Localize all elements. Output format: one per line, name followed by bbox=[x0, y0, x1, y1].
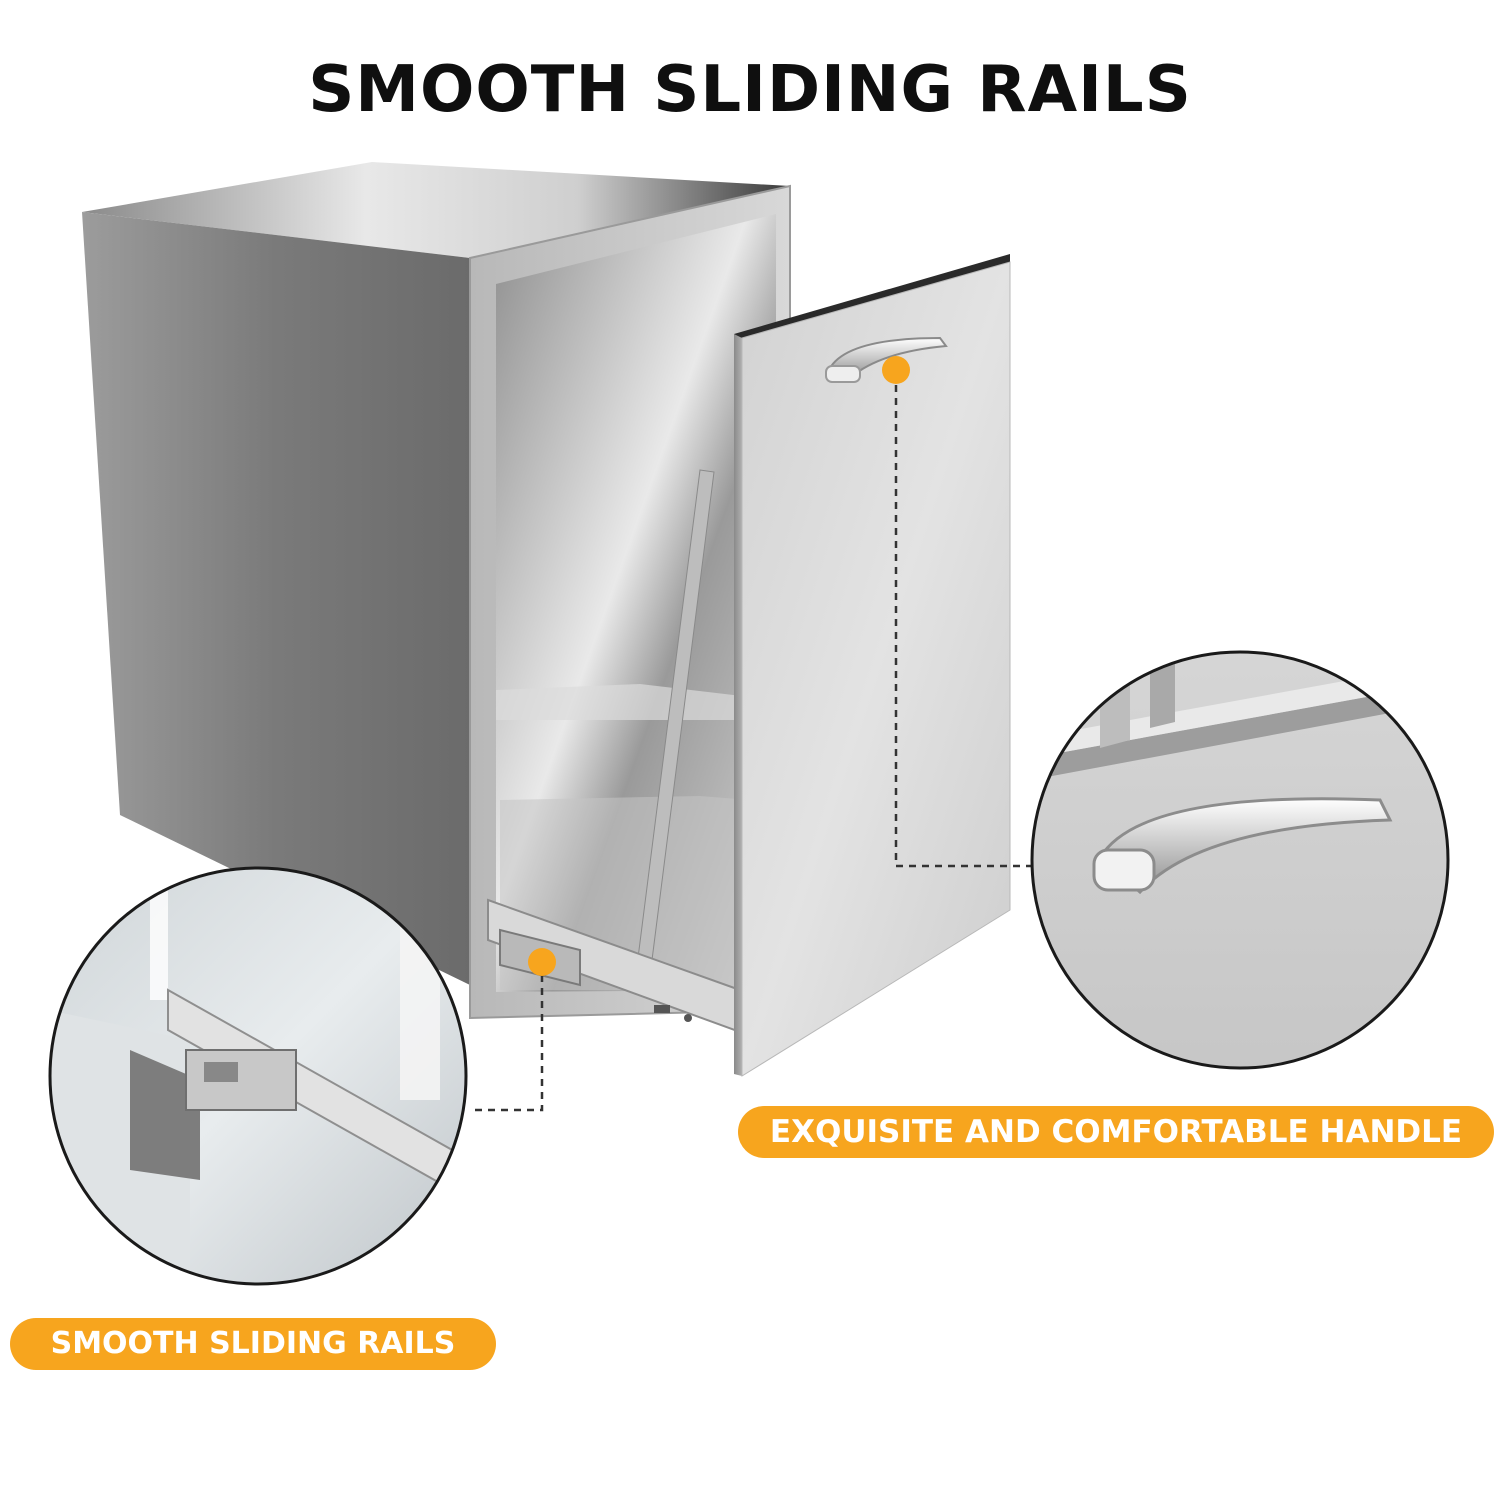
rail-marker-dot bbox=[528, 948, 556, 976]
cabinet-top bbox=[82, 162, 790, 258]
drawer-door bbox=[734, 254, 1011, 1077]
callout-connectors bbox=[470, 372, 1032, 1112]
cabinet-side bbox=[82, 212, 470, 985]
rail-zoom-circle bbox=[48, 866, 468, 1286]
cabinet-body bbox=[82, 162, 791, 1020]
handle-feature-label: EXQUISITE AND COMFORTABLE HANDLE bbox=[738, 1106, 1494, 1158]
door-handle bbox=[825, 336, 948, 383]
handle-marker-dot bbox=[882, 356, 910, 384]
rails-feature-label: SMOOTH SLIDING RAILS bbox=[10, 1318, 496, 1370]
handle-zoom-circle bbox=[1030, 650, 1450, 1070]
page-title: SMOOTH SLIDING RAILS bbox=[308, 53, 1192, 127]
